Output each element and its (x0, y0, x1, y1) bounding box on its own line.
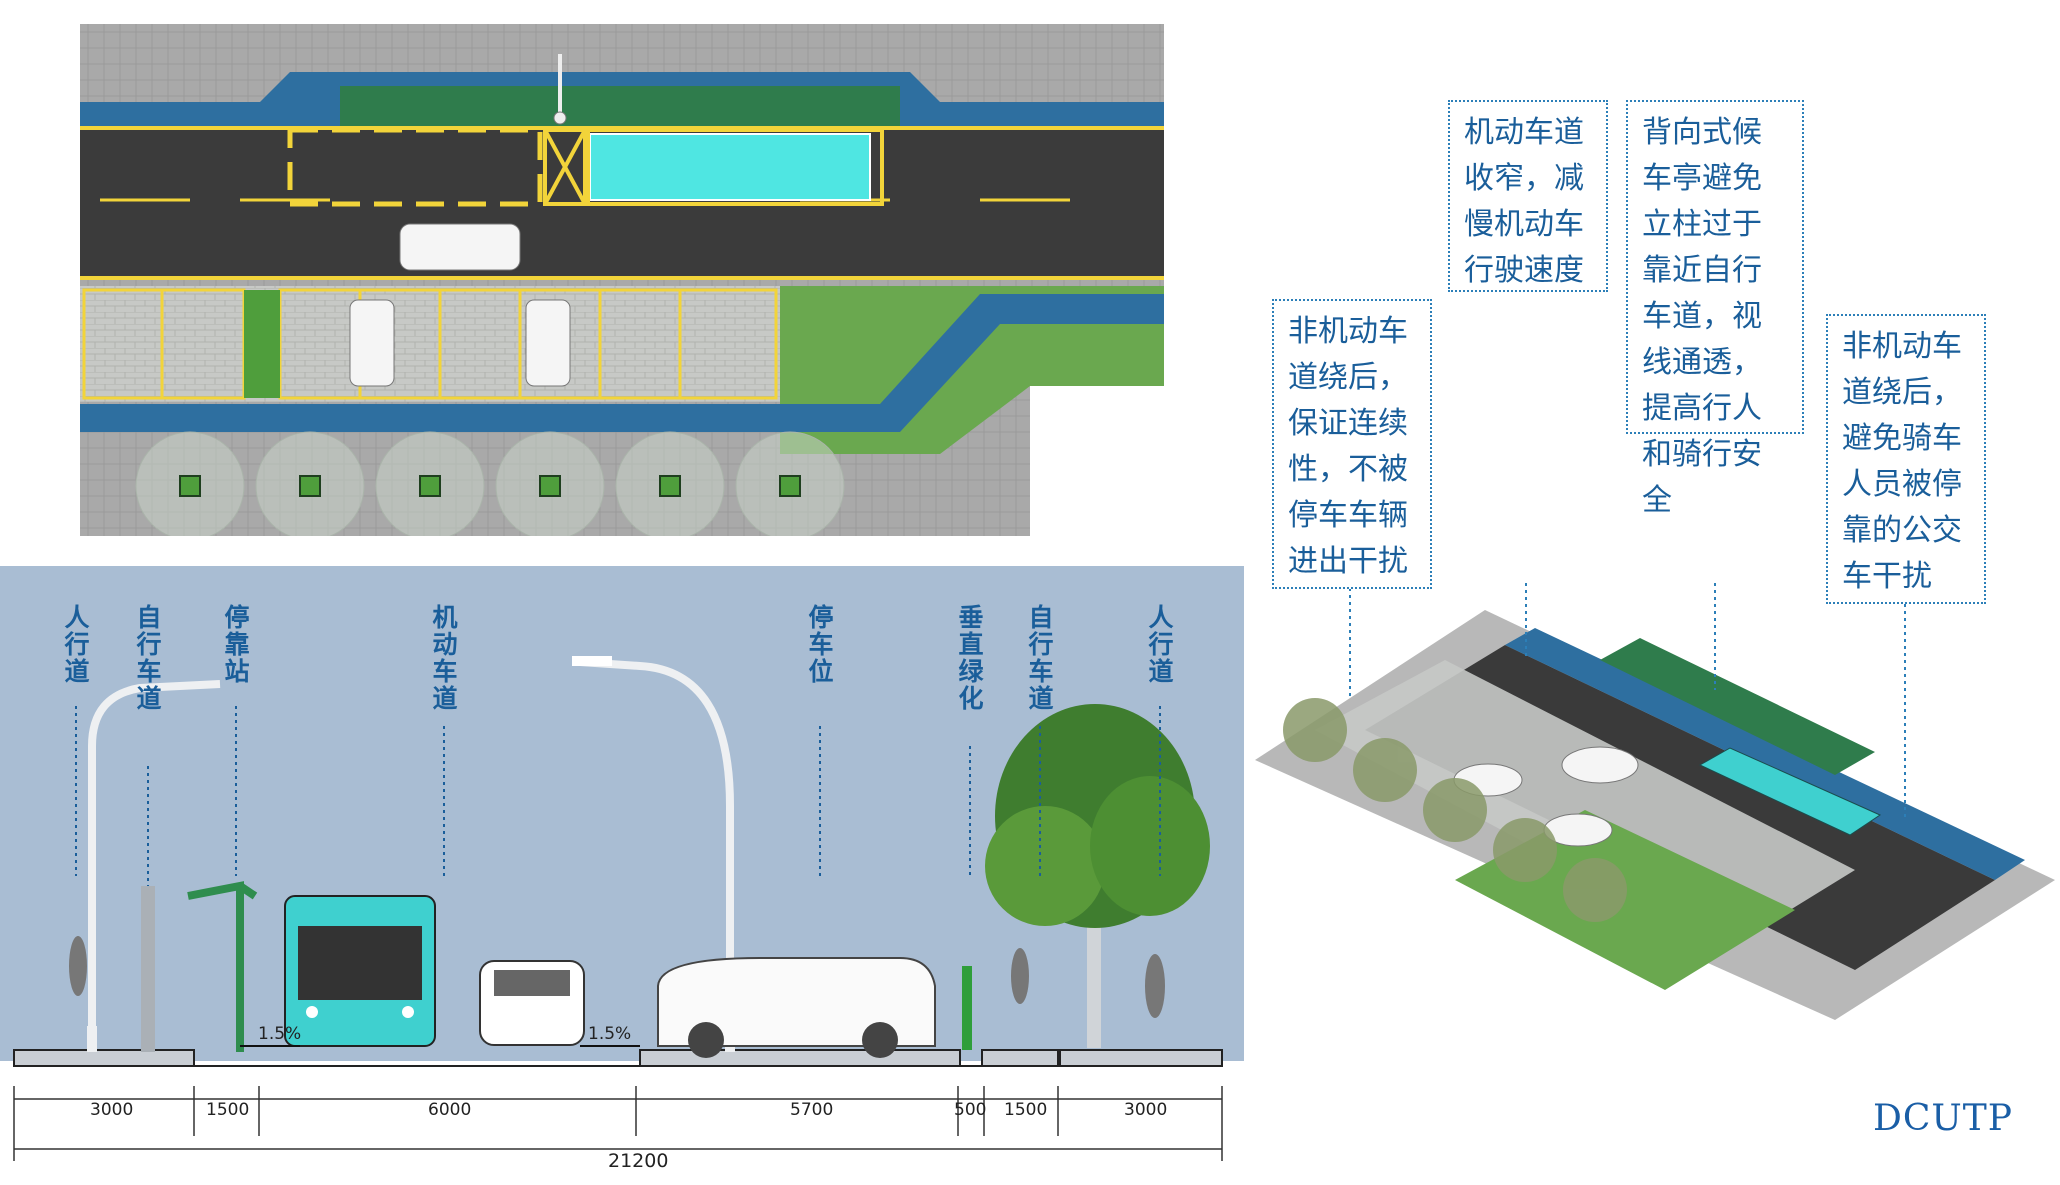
plan-view-drawing (80, 24, 1164, 541)
label-motor-lane: 机动车道 (429, 604, 458, 712)
plan-bike-lane-bottom (80, 294, 1164, 432)
cross-section: 人行道 自行车道 停靠站 机动车道 停车位 垂直绿化 自行车道 人行道 1.5%… (0, 566, 1244, 1185)
label-bus-stop: 停靠站 (221, 604, 250, 685)
slope-left: 1.5% (258, 1024, 302, 1044)
label-vertical-green: 垂直绿化 (955, 604, 984, 712)
section-van (657, 957, 936, 1047)
plan-view (80, 24, 1164, 541)
cross-section-drawing (0, 566, 1244, 1161)
dim-green: 500 (954, 1100, 987, 1120)
isometric-view (1255, 580, 2055, 1020)
label-bike-lane-left: 自行车道 (133, 604, 162, 712)
label-parking: 停车位 (805, 604, 834, 685)
iso-bus (1698, 747, 1882, 836)
plan-bus-shelter (340, 86, 900, 126)
plan-bus (589, 133, 871, 201)
dim-total: 21200 (608, 1150, 669, 1172)
dim-sidewalk-right: 3000 (1124, 1100, 1168, 1120)
callout-bike-lane-behind-bus: 非机动车道绕后，避免骑车人员被停靠的公交车干扰 (1826, 314, 1986, 604)
iso-bus-shelter (1600, 638, 1875, 775)
plan-bus-bay (287, 127, 543, 207)
brand-logo: DCUTP (1873, 1098, 2013, 1139)
dim-bike-left: 1500 (206, 1100, 250, 1120)
callout-bus-shelter: 背向式候车亭避免立柱过于靠近自行车道，视线通透，提高行人和骑行安全 (1626, 100, 1804, 518)
label-sidewalk-left: 人行道 (61, 604, 90, 685)
plan-blank-area (1030, 386, 1164, 536)
section-ground (13, 1049, 1223, 1067)
slope-right: 1.5% (588, 1024, 632, 1044)
dim-bike-right: 1500 (1004, 1100, 1048, 1120)
label-bike-lane-right: 自行车道 (1025, 604, 1054, 712)
plan-parking-strip (80, 286, 780, 402)
dim-motor-lane: 6000 (428, 1100, 472, 1120)
plan-car (399, 223, 521, 271)
dim-sidewalk-left: 3000 (90, 1100, 134, 1120)
dim-parking: 5700 (790, 1100, 834, 1120)
label-sidewalk-right: 人行道 (1145, 604, 1174, 685)
callout-narrow-motor-lane: 机动车道收窄，减慢机动车行驶速度 (1448, 100, 1608, 292)
callout-bike-lane-behind-parking: 非机动车道绕后，保证连续性，不被停车车辆进出干扰 (1272, 299, 1432, 589)
